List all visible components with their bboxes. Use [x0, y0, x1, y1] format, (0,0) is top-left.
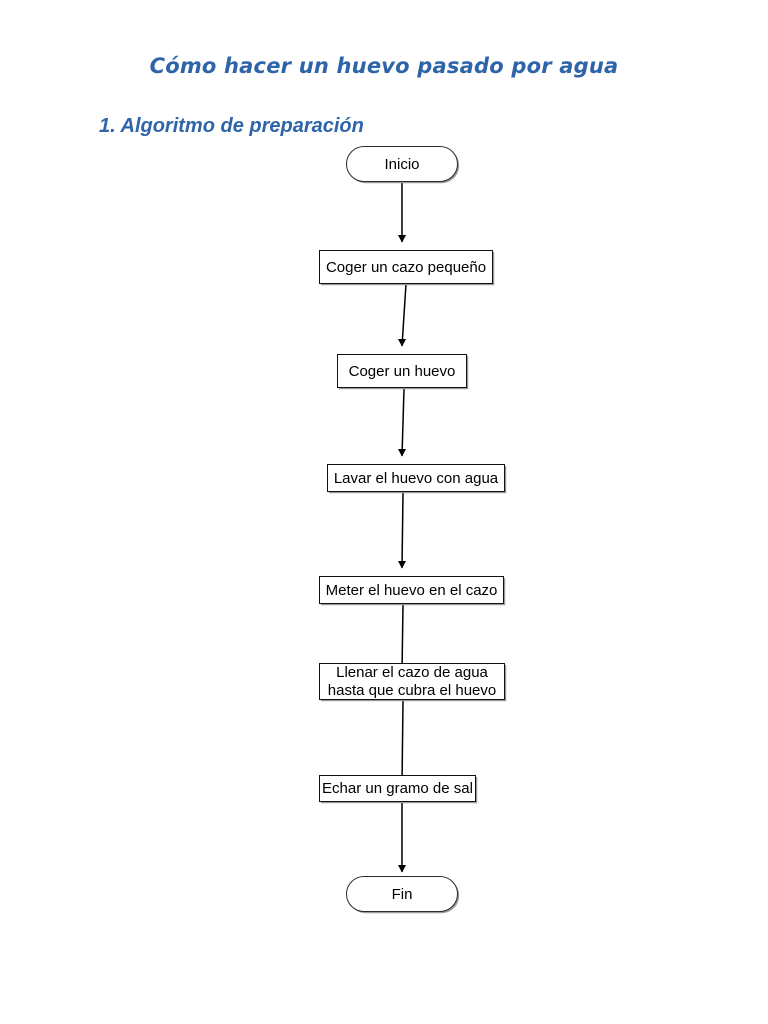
edge-lavar-meter — [398, 492, 407, 569]
edge-huevo-lavar — [398, 388, 407, 457]
flow-node-label: Coger un cazo pequeño — [325, 258, 487, 276]
section-heading: 1. Algoritmo de preparación — [99, 115, 364, 137]
flow-node-label: Coger un huevo — [348, 362, 456, 380]
flow-node-meter-huevo[interactable]: Meter el huevo en el cazo — [319, 576, 504, 604]
flow-node-label: Fin — [391, 885, 413, 903]
flow-node-label-line-2: hasta que cubra el huevo — [327, 681, 497, 699]
flow-node-label-line-1: Llenar el cazo de agua — [336, 663, 488, 681]
flow-node-label: Echar un gramo de sal — [322, 780, 473, 797]
flow-node-coger-huevo[interactable]: Coger un huevo — [337, 354, 467, 388]
flow-node-label: Meter el huevo en el cazo — [325, 581, 498, 599]
flow-node-echar-sal[interactable]: Echar un gramo de sal — [319, 775, 476, 802]
flow-node-inicio[interactable]: Inicio — [346, 146, 458, 182]
flow-node-label: Inicio — [384, 155, 420, 173]
edge-llenar-sal — [398, 700, 407, 785]
edge-cazo-huevo — [398, 283, 407, 347]
edge-meter-llenar — [398, 604, 407, 673]
flow-node-label: Lavar el huevo con agua — [333, 469, 499, 487]
flow-node-coger-cazo[interactable]: Coger un cazo pequeño — [319, 250, 493, 284]
flow-node-lavar-huevo[interactable]: Lavar el huevo con agua — [327, 464, 505, 492]
flow-node-llenar-cazo[interactable]: Llenar el cazo de agua hasta que cubra e… — [319, 663, 505, 700]
flow-node-fin[interactable]: Fin — [346, 876, 458, 912]
page-title: Cómo hacer un huevo pasado por agua — [149, 54, 619, 78]
